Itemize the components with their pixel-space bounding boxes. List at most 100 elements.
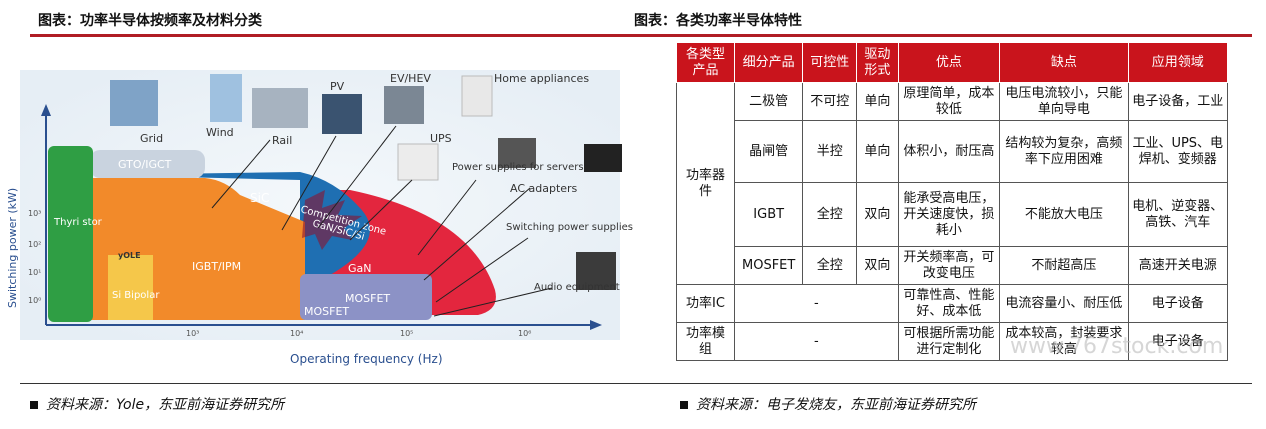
table-row: IGBT 全控 双向 能承受高电压，开关速度快，损耗小 不能放大电压 电机、逆变…	[677, 182, 1229, 247]
table-header-row: 各类型产品 细分产品 可控性 驱动形式 优点 缺点 应用领域	[676, 42, 1229, 83]
apps-cell: 工业、UPS、电焊机、变频器	[1127, 120, 1229, 183]
y-axis-arrow	[41, 104, 51, 116]
pros-cell: 原理简单，成本较低	[897, 82, 1001, 121]
col-header: 驱动形式	[856, 42, 899, 83]
left-figure-title: 图表：功率半导体按频率及材料分类	[38, 13, 262, 29]
apps-cell: 电机、逆变器、高铁、汽车	[1127, 182, 1229, 247]
home-image	[461, 75, 493, 117]
sic-label: SiC	[250, 191, 269, 205]
cons-cell: 结构较为复杂，高频率下应用困难	[999, 120, 1129, 183]
pv-label: PV	[330, 80, 345, 93]
table-row: 晶闸管 半控 单向 体积小，耐压高 结构较为复杂，高频率下应用困难 工业、UPS…	[677, 120, 1229, 183]
pros-cell: 可靠性高、性能好、成本低	[897, 284, 1001, 323]
connector-line	[349, 179, 413, 241]
switching-label: Switching power supplies	[506, 222, 633, 233]
cons-cell: 电流容量小、耐压低	[999, 284, 1129, 323]
si-bipolar-region	[108, 255, 153, 320]
adapters-label: AC adapters	[510, 182, 578, 195]
x-axis-arrow	[590, 320, 602, 330]
connector-line	[423, 187, 531, 281]
ev-label: EV/HEV	[390, 72, 431, 85]
y-tick: 10⁰	[28, 296, 41, 305]
apps-cell: 电子设备	[1127, 284, 1229, 323]
bullet-square-icon	[680, 401, 688, 409]
dash-cell: -	[734, 284, 899, 323]
apps-cell: 高速开关电源	[1127, 246, 1229, 285]
server-psu-image	[498, 138, 536, 168]
control-cell: 全控	[802, 182, 858, 247]
type-cell: 功率IC	[676, 284, 735, 323]
y-axis-label: Switching power (kW)	[6, 188, 19, 308]
drive-cell: 双向	[856, 182, 899, 247]
pros-cell: 开关频率高，可改变电压	[897, 246, 1001, 285]
home-label: Home appliances	[494, 72, 589, 85]
col-header: 应用领域	[1127, 42, 1229, 83]
product-cell: MOSFET	[733, 246, 804, 285]
group-cell: 功率器件	[676, 82, 735, 285]
table-row: 功率IC - 可靠性高、性能好、成本低 电流容量小、耐压低 电子设备	[676, 284, 1229, 323]
control-cell: 半控	[802, 120, 858, 183]
thyristor-label: Thyri stor	[53, 217, 103, 228]
col-header: 优点	[897, 42, 1001, 83]
type-cell: 功率模组	[676, 322, 735, 361]
col-header: 缺点	[999, 42, 1129, 83]
pros-cell: 能承受高电压，开关速度快，损耗小	[897, 182, 1001, 247]
gto-region	[90, 150, 205, 178]
ev-image	[384, 86, 424, 124]
audio-image	[576, 252, 616, 290]
table-row: 功率器件 二极管 不可控 单向 原理简单，成本较低 电压电流较小，只能单向导电 …	[676, 82, 1229, 285]
right-source: 资料来源：电子发烧友，东亚前海证券研究所	[680, 394, 976, 414]
product-cell: IGBT	[733, 182, 804, 247]
dash-cell: -	[734, 322, 899, 361]
gto-label: GTO/IGCT	[118, 158, 172, 171]
bottom-divider	[20, 383, 1252, 384]
connector-line	[211, 139, 271, 209]
table-row: MOSFET 全控 双向 开关频率高，可改变电压 不耐超高压 高速开关电源	[677, 246, 1229, 285]
product-cell: 二极管	[733, 82, 804, 121]
connector-line	[281, 135, 337, 231]
pros-cell: 可根据所需功能进行定制化	[897, 322, 1001, 361]
cons-cell: 不能放大电压	[999, 182, 1129, 247]
characteristics-table: 各类型产品 细分产品 可控性 驱动形式 优点 缺点 应用领域 功率器件 二极管 …	[676, 42, 1229, 361]
mosfet-region	[300, 274, 432, 320]
yole-logo: yOLE	[118, 251, 141, 260]
servers-label: Power supplies for servers	[452, 162, 584, 173]
thyristor-region	[48, 146, 93, 322]
adapter-image	[584, 144, 622, 172]
control-cell: 不可控	[802, 82, 858, 121]
grid-image	[110, 80, 158, 126]
apps-cell: 电子设备，工业	[1127, 82, 1229, 121]
bullet-square-icon	[30, 401, 38, 409]
drive-cell: 双向	[856, 246, 899, 285]
left-source: 资料来源：Yole，东亚前海证券研究所	[30, 394, 284, 414]
igbt-label: IGBT/IPM	[192, 260, 241, 273]
audio-label: Audio equipment	[534, 282, 620, 293]
apps-cell: 电子设备	[1127, 322, 1229, 361]
mosfet-label: MOSFET	[345, 292, 390, 305]
x-tick: 10³	[186, 329, 199, 338]
y-tick: 10¹	[28, 268, 41, 277]
cons-cell: 电压电流较小，只能单向导电	[999, 82, 1129, 121]
x-tick: 10⁵	[400, 329, 413, 338]
x-axis-label: Operating frequency (Hz)	[290, 352, 443, 366]
drive-cell: 单向	[856, 120, 899, 183]
product-cell: 晶闸管	[733, 120, 804, 183]
connector-line	[317, 125, 397, 229]
grid-label: Grid	[140, 132, 163, 145]
ups-label: UPS	[430, 132, 452, 145]
connector-line	[433, 287, 553, 317]
control-cell: 全控	[802, 246, 858, 285]
cons-cell: 成本较高，封装要求较高	[999, 322, 1129, 361]
right-figure-title: 图表：各类功率半导体特性	[634, 13, 802, 29]
si-bipolar-label: Si Bipolar	[112, 290, 160, 301]
ups-image	[397, 143, 439, 181]
title-divider	[30, 34, 1252, 37]
mosfet-label-2: MOSFET	[304, 305, 349, 318]
rail-label: Rail	[272, 134, 292, 147]
pv-image	[322, 94, 362, 134]
characteristics-table-wrap: 各类型产品 细分产品 可控性 驱动形式 优点 缺点 应用领域 功率器件 二极管 …	[676, 42, 1229, 361]
col-header: 可控性	[802, 42, 858, 83]
rail-image	[252, 88, 308, 128]
left-source-text: 资料来源：Yole，东亚前海证券研究所	[46, 397, 285, 413]
right-source-text: 资料来源：电子发烧友，东亚前海证券研究所	[696, 397, 976, 413]
